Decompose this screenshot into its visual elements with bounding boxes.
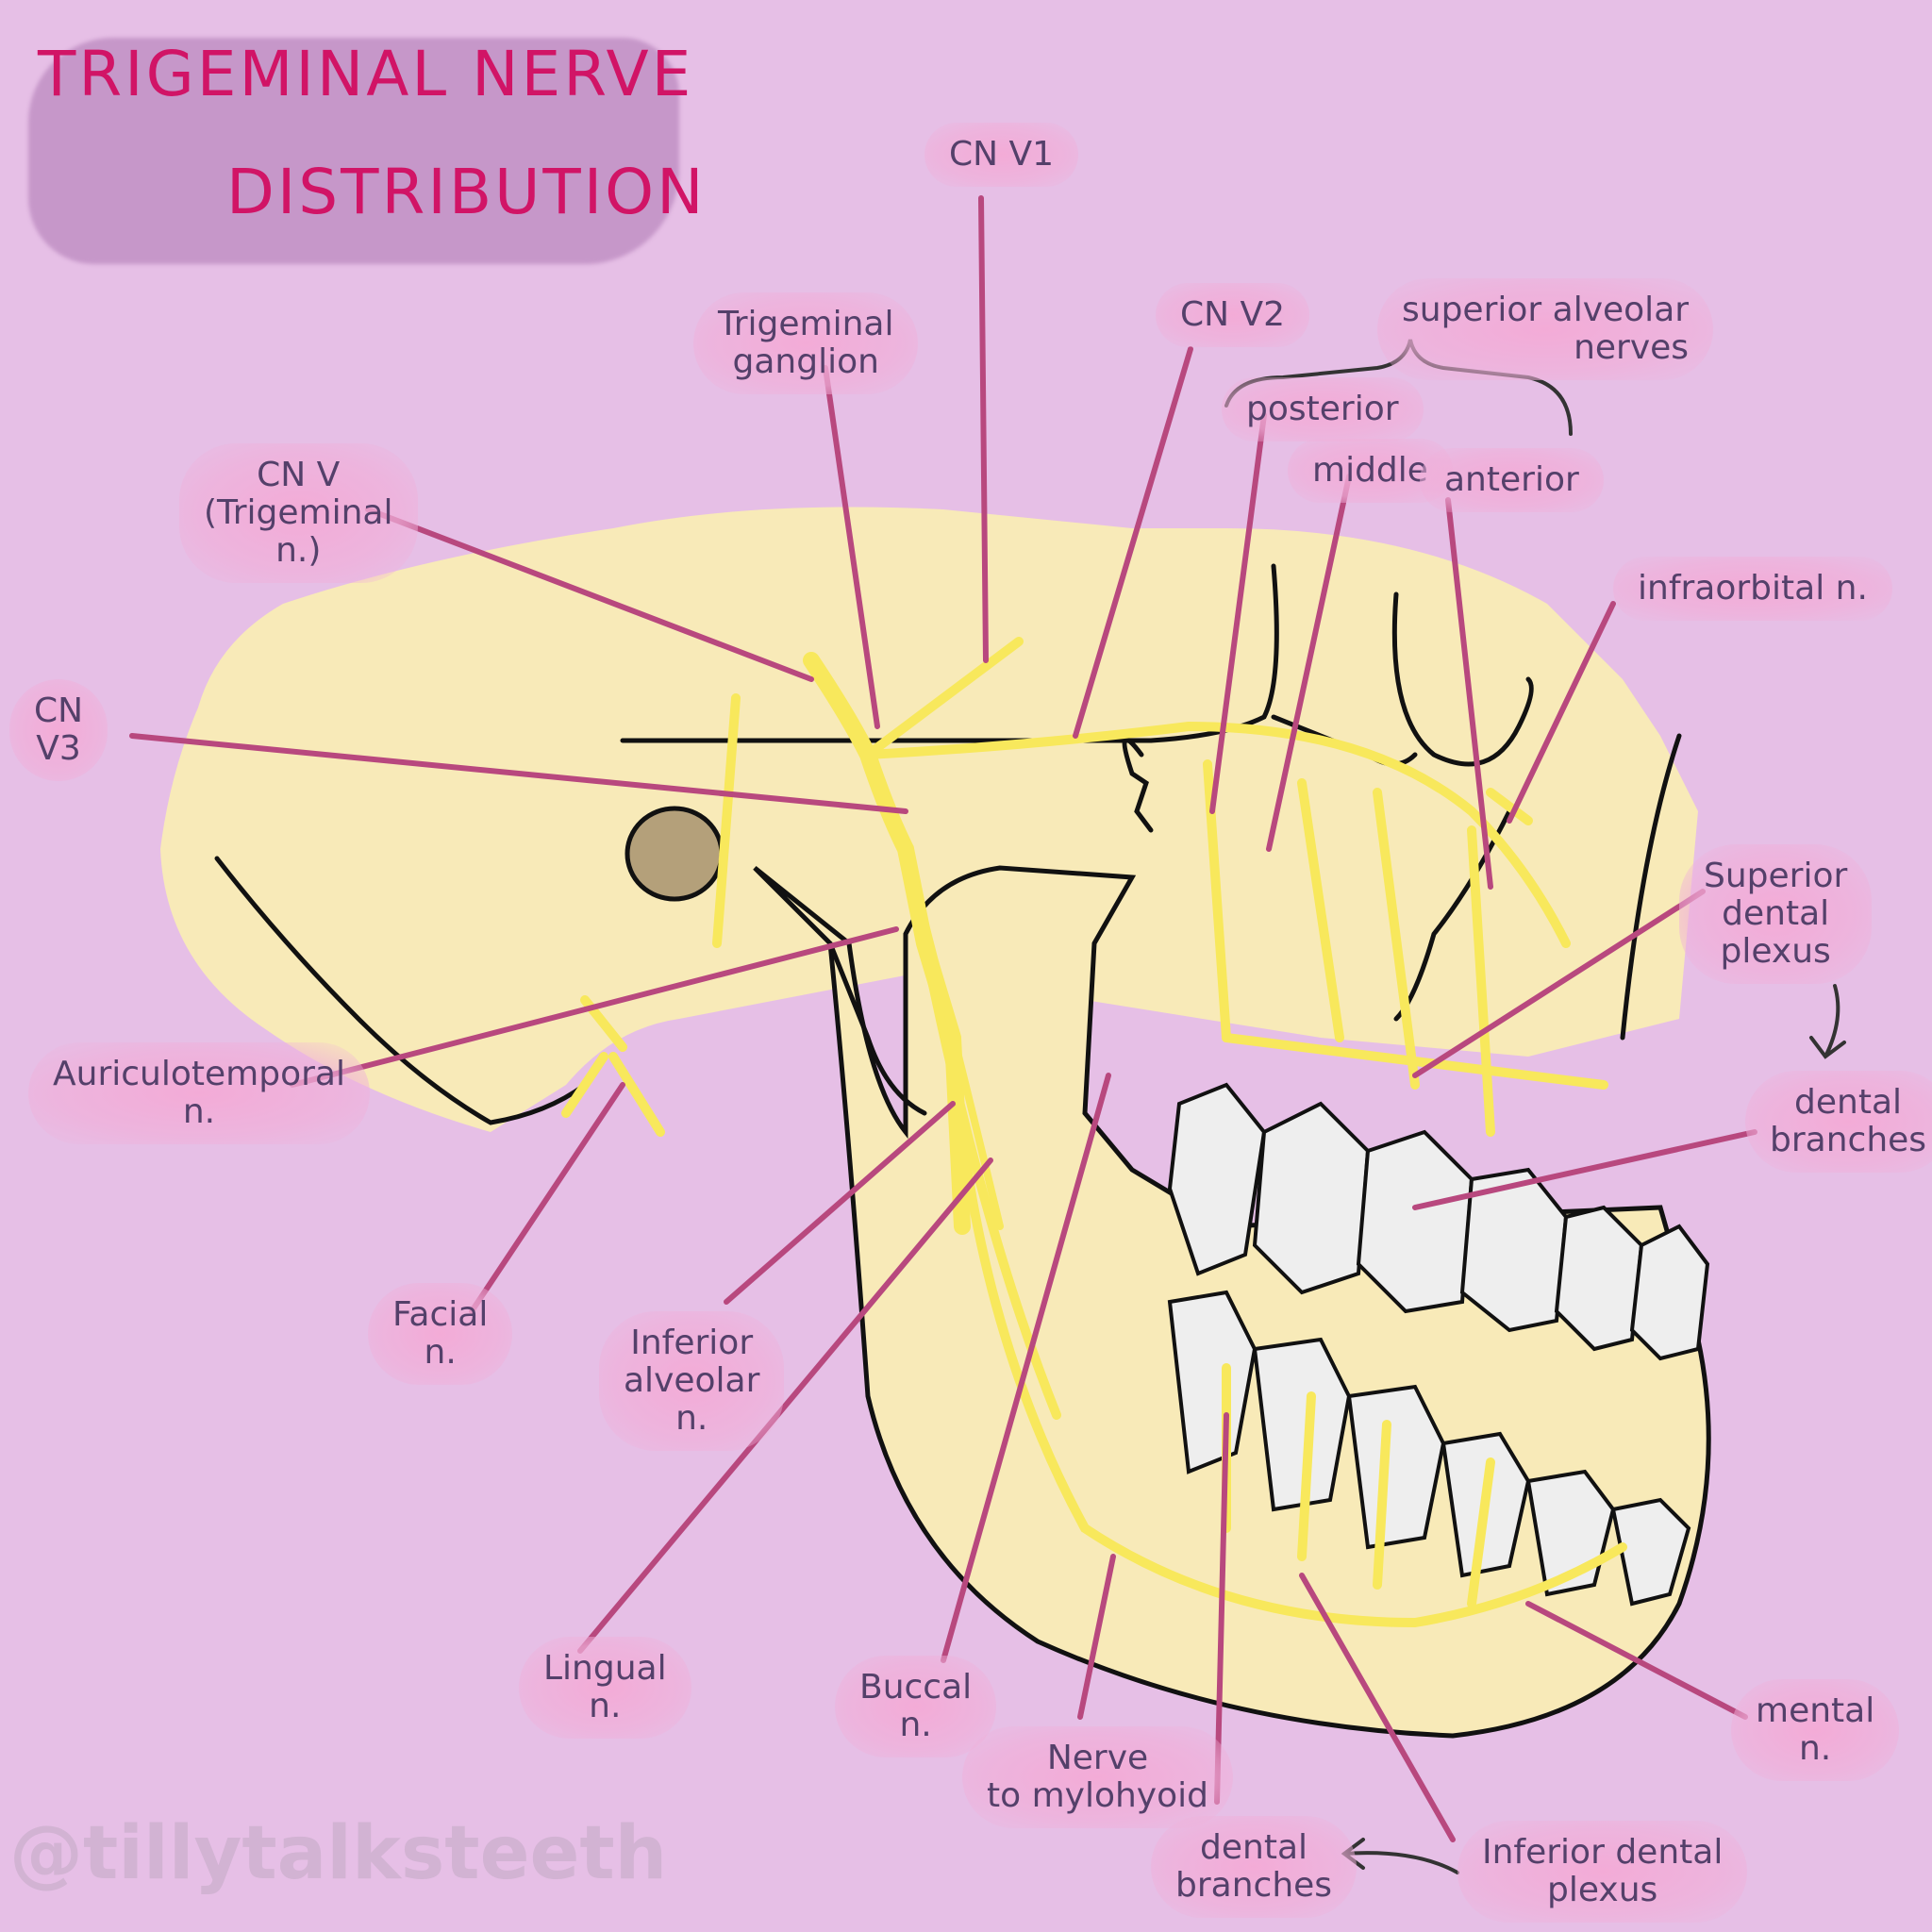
title-line-1: TRIGEMINAL NERVE	[38, 38, 693, 110]
label-dental-branches-lower: dentalbranches	[1151, 1816, 1357, 1918]
label-dental-branches-upper: dentalbranches	[1745, 1071, 1932, 1173]
label-inferior-alveolar: Inferioralveolarn.	[599, 1311, 784, 1451]
label-nerve-to-mylohyoid: Nerveto mylohyoid	[962, 1726, 1233, 1828]
label-cn-v2: CN V2	[1156, 283, 1309, 347]
label-facial: Facialn.	[368, 1283, 512, 1385]
watermark: @tillytalksteeth	[9, 1811, 667, 1896]
label-superior-dental-plexus: Superiordentalplexus	[1679, 844, 1872, 984]
label-inferior-dental-plexus: Inferior dentalplexus	[1457, 1821, 1747, 1923]
label-cn-v3: CNV3	[9, 679, 108, 781]
label-cn-v1: CN V1	[924, 123, 1078, 187]
label-buccal: Buccaln.	[835, 1656, 996, 1757]
label-cn-v-trigeminal: CN V(Trigeminaln.)	[179, 443, 418, 583]
arrow-to-lower-dental-branches	[1344, 1840, 1457, 1873]
label-superior-alveolar-nerves: superior alveolarnerves	[1377, 278, 1713, 380]
label-mental: mentaln.	[1731, 1679, 1899, 1781]
label-auriculotemporal: Auriculotemporaln.	[28, 1042, 370, 1144]
condyle	[627, 808, 722, 899]
label-trigeminal-ganglion: Trigeminalganglion	[693, 292, 918, 394]
label-infraorbital: infraorbital n.	[1613, 557, 1892, 621]
label-posterior: posterior	[1222, 377, 1424, 441]
arrow-to-dental-branches	[1811, 986, 1844, 1057]
label-lingual: Lingualn.	[519, 1637, 691, 1739]
title-line-2: DISTRIBUTION	[226, 156, 707, 228]
title-banner: TRIGEMINAL NERVE DISTRIBUTION	[19, 19, 679, 264]
label-anterior: anterior	[1420, 448, 1604, 512]
